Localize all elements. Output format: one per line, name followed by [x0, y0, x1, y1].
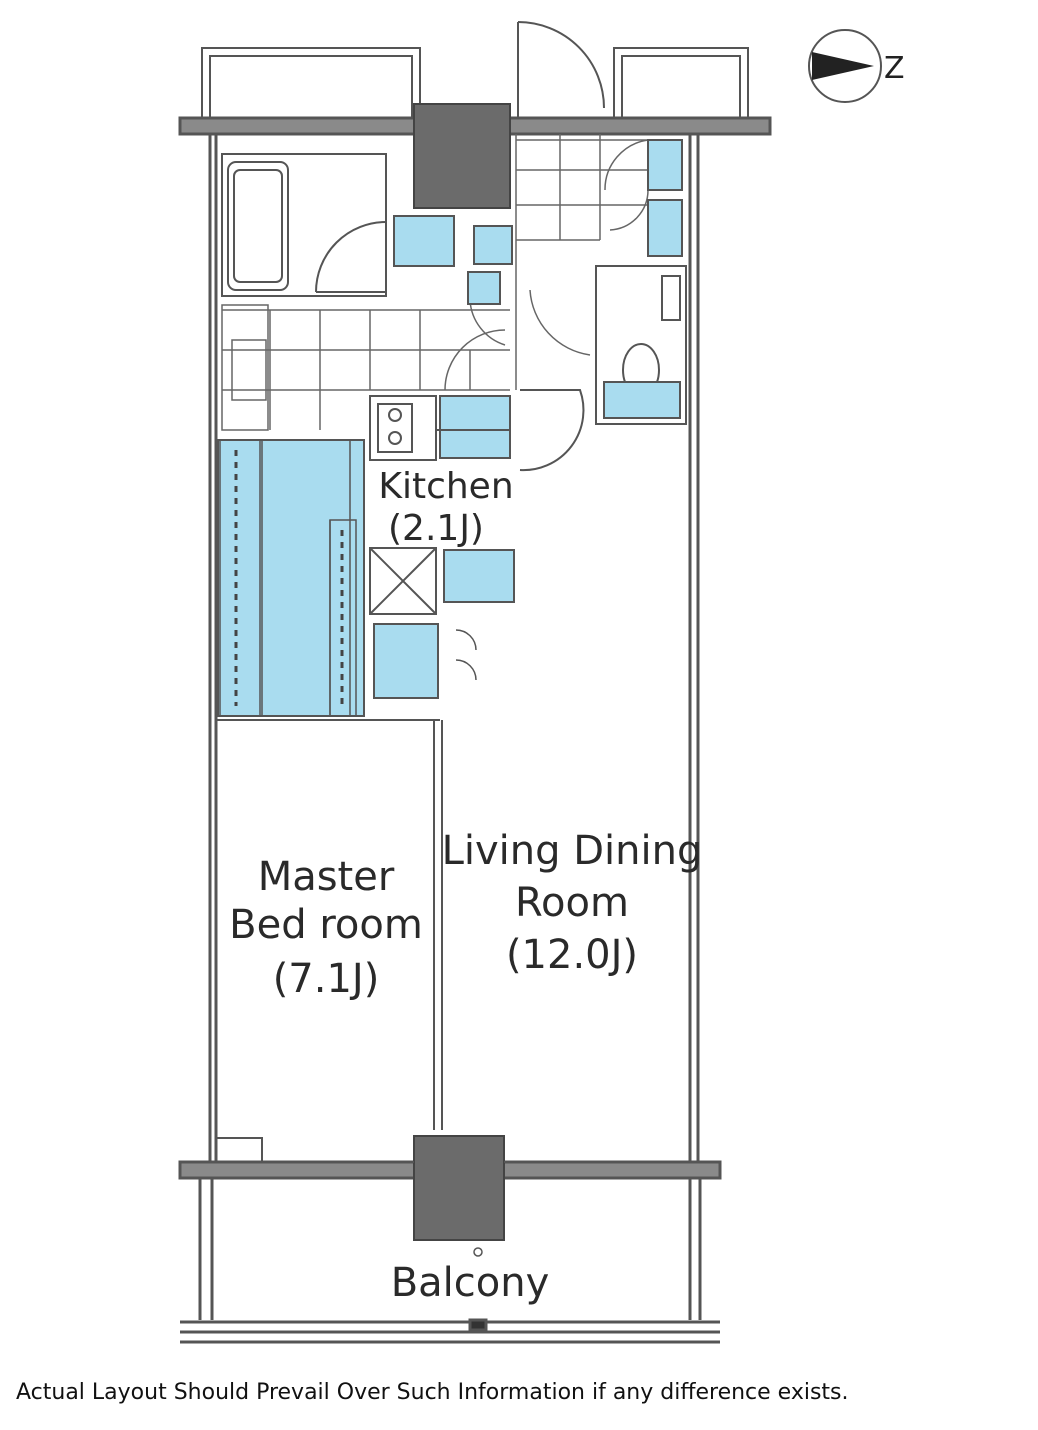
- disclaimer-text: Actual Layout Should Prevail Over Such I…: [16, 1380, 849, 1405]
- corridor-grid: [221, 134, 649, 431]
- balcony-label: Balcony: [391, 1260, 550, 1306]
- north-compass: [808, 29, 882, 103]
- top-balconies: [201, 47, 749, 119]
- light-blue-fixtures: [217, 139, 683, 717]
- toilet-room: [519, 265, 687, 472]
- compass-letter: Z: [884, 51, 905, 86]
- master-label-line2: Bed room: [229, 902, 423, 948]
- interior-walls: [215, 429, 691, 1163]
- living-label-line2: Room: [515, 880, 629, 926]
- entry-door: [517, 21, 605, 118]
- kitchen-stove: [369, 395, 437, 615]
- living-size: (12.0J): [506, 932, 638, 978]
- bathroom: [221, 153, 387, 297]
- closet: [219, 439, 477, 717]
- floor-plan: Z Kitchen (2.1J) Living Dining Room (12.…: [178, 21, 905, 1344]
- kitchen-size: (2.1J): [388, 508, 484, 549]
- master-size: (7.1J): [273, 956, 380, 1002]
- living-label-line1: Living Dining: [442, 828, 703, 874]
- structural-columns: [413, 103, 511, 1241]
- master-label-line1: Master: [258, 854, 395, 900]
- balcony-drain-icon: [473, 1247, 483, 1257]
- kitchen-label: Kitchen: [378, 466, 513, 507]
